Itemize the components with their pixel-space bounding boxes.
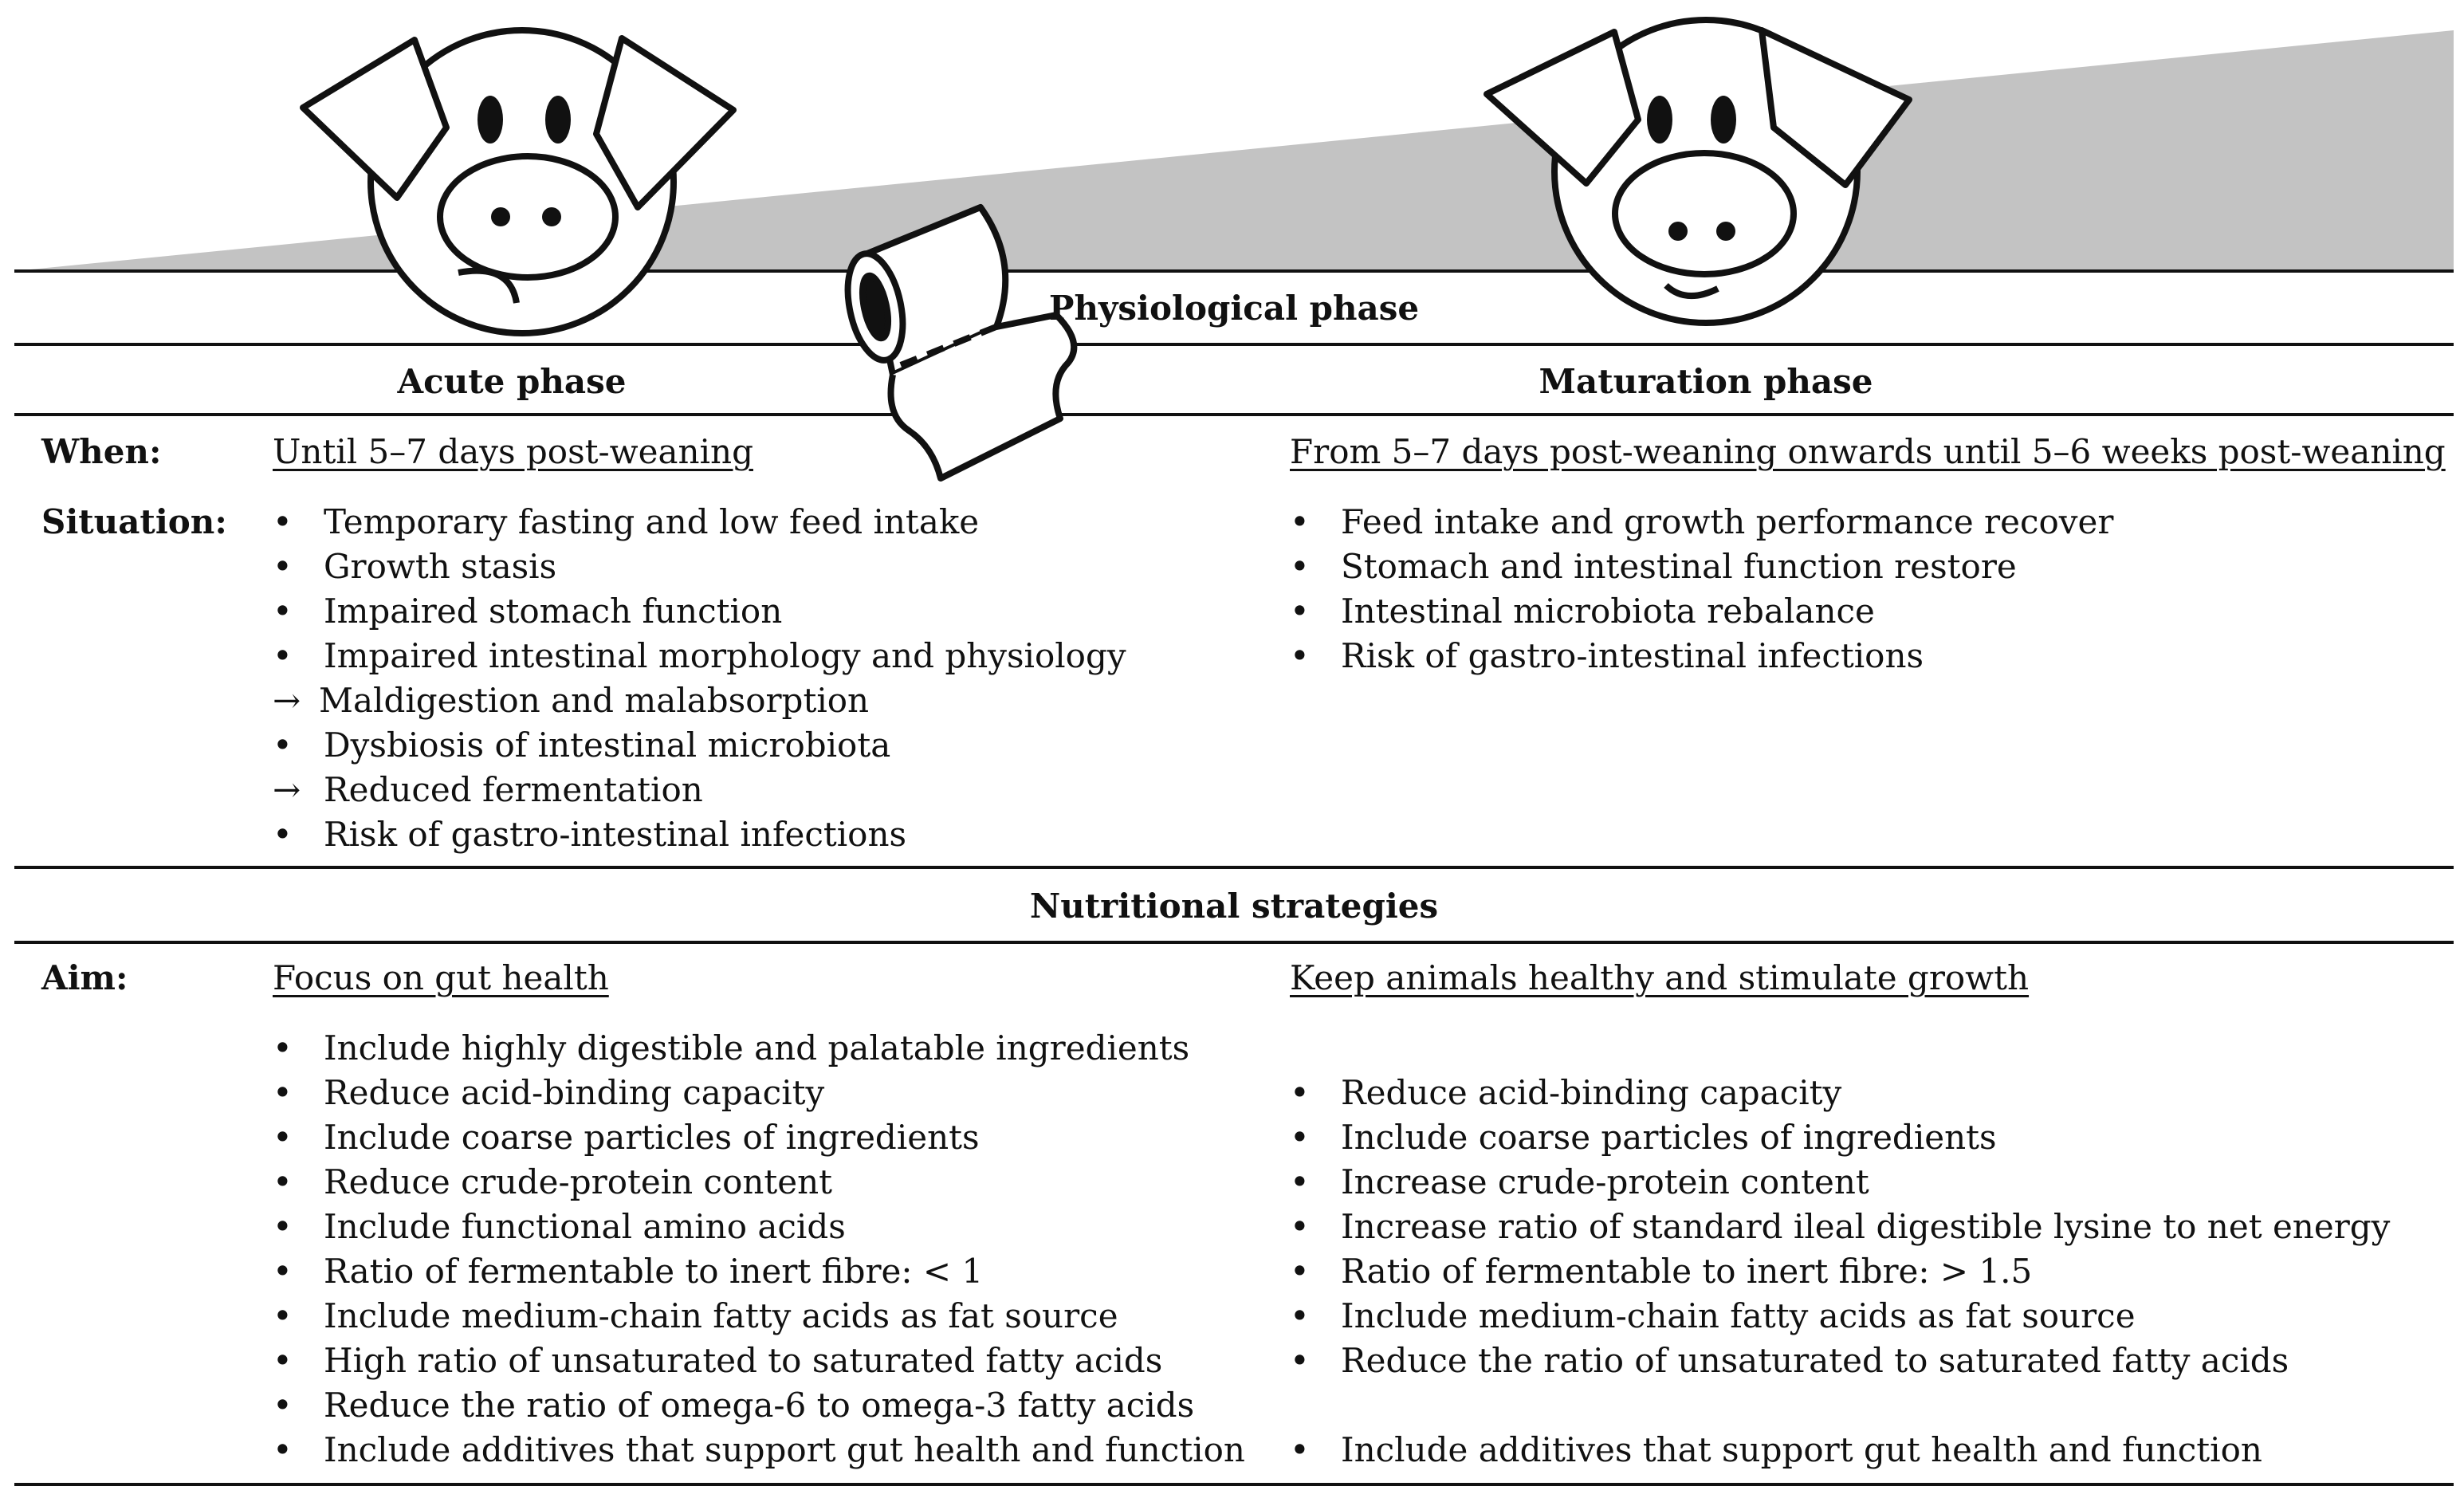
bullet-marker: • [1290,1162,1310,1201]
when-label: When: [41,432,162,471]
bullet-marker: • [273,1073,293,1112]
bullet-marker: • [1290,1073,1310,1112]
bullet-marker: • [273,815,293,854]
bullet-marker: • [1290,547,1310,586]
bullet-marker: • [1290,1341,1310,1380]
bullet-marker: • [273,547,293,586]
bullet-marker: • [273,592,293,631]
bullet-marker: • [1290,1252,1310,1291]
arrow-marker: → [273,770,301,809]
bullet-marker: • [273,1028,293,1067]
maturation-when-value: From 5–7 days post-weaning onwards until… [1290,432,2446,471]
bullet-marker: • [273,1296,293,1335]
bullet-marker: • [273,1207,293,1246]
bullet-marker: • [273,725,293,765]
maturation-phase-heading: Maturation phase [1539,362,1873,401]
toilet-paper-roll-icon [844,204,1078,482]
bullet-marker: • [1290,592,1310,631]
situation-label: Situation: [41,502,227,541]
bullet-marker: • [273,1341,293,1380]
bullet-marker: • [1290,1296,1310,1335]
sad-piglet-icon [300,27,737,336]
acute-when-value: Until 5–7 days post-weaning [273,432,753,471]
bullet-marker: • [1290,502,1310,541]
bullet-marker: • [273,1162,293,1201]
bullet-marker: • [273,502,293,541]
bullet-marker: • [273,1386,293,1425]
bullet-marker: • [273,1252,293,1291]
aim-label: Aim: [41,958,128,997]
nutritional-strategies-heading: Nutritional strategies [1029,887,1439,926]
bullet-marker: • [273,1430,293,1469]
bullet-marker: • [273,1118,293,1157]
table-rules [14,269,2454,1486]
happy-pig-icon [1484,17,1912,326]
acute-aim-value: Focus on gut health [273,958,609,997]
bullet-marker: • [273,636,293,675]
maturation-aim-value: Keep animals healthy and stimulate growt… [1290,958,2030,997]
physiological-phase-heading: Physiological phase [1048,289,1420,328]
bullet-marker: • [1290,1430,1310,1469]
bullet-marker: • [1290,636,1310,675]
bullet-marker: • [1290,1207,1310,1246]
acute-phase-heading: Acute phase [397,362,627,401]
arrow-marker: → [273,681,301,720]
bullet-marker: • [1290,1118,1310,1157]
